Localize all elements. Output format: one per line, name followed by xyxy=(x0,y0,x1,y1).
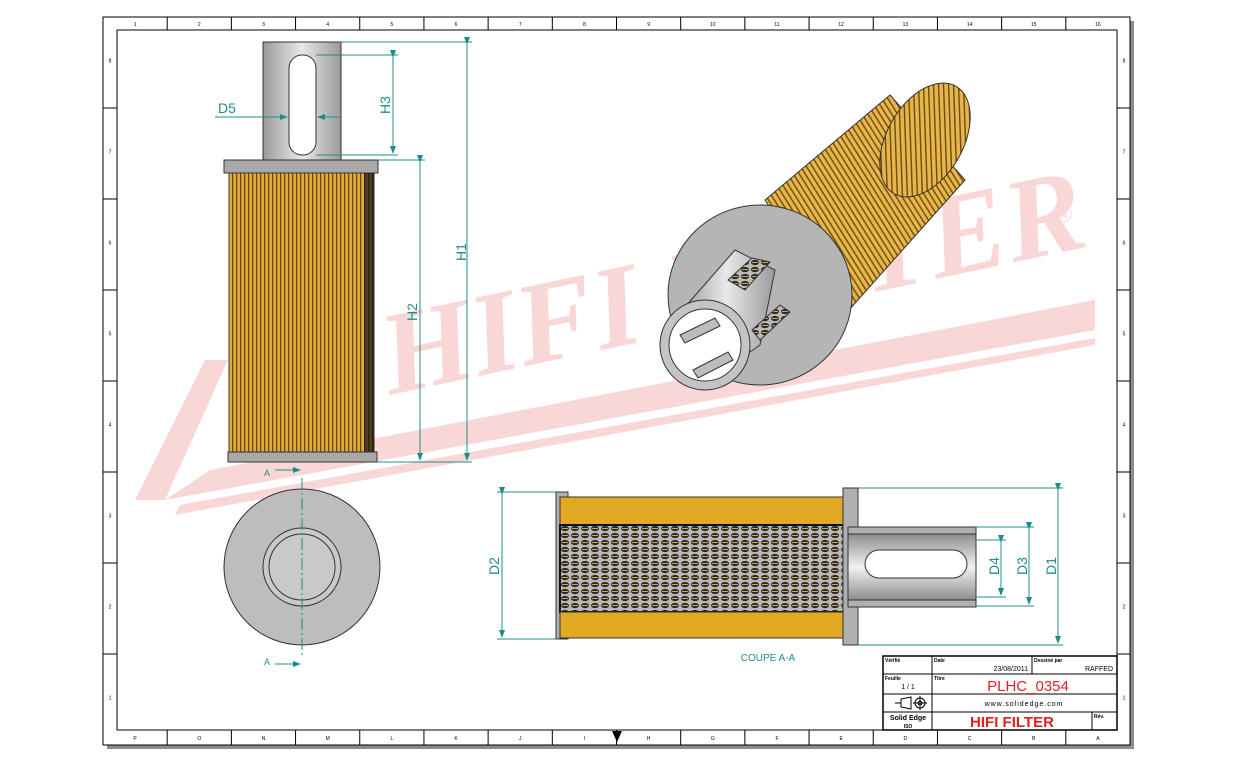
zone-label-left: 2 xyxy=(109,605,112,611)
dim-d2: D2 xyxy=(486,557,502,575)
section-media-bottom xyxy=(559,611,853,639)
pleated-media xyxy=(228,172,375,453)
dim-h3: H3 xyxy=(377,96,393,114)
sheet-label: Feuille xyxy=(885,676,901,682)
zone-label-top: 2 xyxy=(198,22,201,28)
zone-label-bottom: L xyxy=(390,736,393,742)
zone-markers: 1P2O3N4M5L6K7J8I9H10G11F12E13D14C15B16A8… xyxy=(103,17,1130,745)
dim-d1: D1 xyxy=(1043,557,1059,575)
section-mesh-core xyxy=(559,524,853,613)
zone-label-right: 5 xyxy=(1123,332,1126,338)
section-label: COUPE A-A xyxy=(741,653,796,664)
zone-label-bottom: H xyxy=(647,736,651,742)
dim-d5: D5 xyxy=(218,100,236,116)
zone-label-top: 1 xyxy=(134,22,137,28)
zone-label-left: 7 xyxy=(109,150,112,156)
dim-d4: D4 xyxy=(986,557,1002,575)
zone-label-right: 3 xyxy=(1123,514,1126,520)
isometric-view xyxy=(659,82,971,391)
software-name: Solid Edge xyxy=(890,715,926,722)
section-marker-top: A xyxy=(264,468,270,478)
zone-label-bottom: M xyxy=(326,736,330,742)
company-name: HIFI FILTER xyxy=(970,714,1054,731)
zone-label-right: 8 xyxy=(1123,59,1126,65)
zone-label-left: 3 xyxy=(109,514,112,520)
dim-d3: D3 xyxy=(1014,557,1030,575)
zone-label-top: 10 xyxy=(710,22,716,28)
website: www.solidedge.com xyxy=(984,701,1064,708)
zone-label-right: 4 xyxy=(1123,423,1126,429)
zone-label-bottom: N xyxy=(262,736,266,742)
zone-label-bottom: A xyxy=(1096,736,1100,742)
zone-label-right: 6 xyxy=(1123,241,1126,247)
zone-label-bottom: K xyxy=(454,736,458,742)
sheet-value: 1 / 1 xyxy=(901,684,915,691)
zone-label-bottom: E xyxy=(839,736,843,742)
zone-label-top: 13 xyxy=(903,22,909,28)
section-pipe-slot xyxy=(864,549,968,579)
zone-label-bottom: B xyxy=(1032,736,1036,742)
date-label: Date xyxy=(934,658,945,664)
front-dimensions: H1 H2 H3 D5 xyxy=(215,37,472,463)
revision-label: Rév. xyxy=(1094,714,1105,720)
top-flange xyxy=(223,159,379,174)
zone-label-top: 7 xyxy=(519,22,522,28)
section-marker-bottom: A xyxy=(264,657,270,667)
drawn-by-label: Dessiné par xyxy=(1034,658,1062,664)
drawn-by-value: RAFFED xyxy=(1085,666,1113,673)
zone-label-bottom: F xyxy=(775,736,778,742)
zone-label-top: 6 xyxy=(455,22,458,28)
zone-label-left: 8 xyxy=(109,59,112,65)
zone-label-top: 15 xyxy=(1031,22,1037,28)
zone-label-left: 1 xyxy=(109,696,112,702)
zone-label-bottom: J xyxy=(519,736,522,742)
zone-label-bottom: O xyxy=(197,736,201,742)
standard: ISO xyxy=(904,724,913,730)
zone-label-bottom: C xyxy=(968,736,972,742)
zone-label-bottom: P xyxy=(133,736,137,742)
zone-label-left: 4 xyxy=(109,423,112,429)
zone-label-top: 5 xyxy=(390,22,393,28)
verified-label: Vérifié xyxy=(885,658,901,664)
section-view xyxy=(555,487,977,646)
zone-label-top: 11 xyxy=(774,22,779,28)
zone-label-top: 9 xyxy=(647,22,650,28)
date-value: 23/08/2011 xyxy=(993,666,1028,673)
bottom-cap xyxy=(227,451,378,463)
zone-label-top: 14 xyxy=(967,22,973,28)
front-view xyxy=(223,41,379,463)
dim-h1: H1 xyxy=(453,243,469,261)
zone-label-bottom: I xyxy=(584,736,585,742)
zone-label-right: 1 xyxy=(1123,696,1126,702)
bottom-view: A A xyxy=(223,467,381,667)
part-number: PLHC_0354 xyxy=(987,678,1069,695)
centering-mark-icon xyxy=(612,731,622,742)
section-media-top xyxy=(559,496,853,526)
zone-label-top: 4 xyxy=(326,22,329,28)
zone-label-top: 8 xyxy=(583,22,586,28)
projection-symbol-icon xyxy=(895,696,927,710)
zone-label-right: 7 xyxy=(1123,150,1126,156)
zone-label-left: 5 xyxy=(109,332,112,338)
zone-label-top: 12 xyxy=(838,22,844,28)
dim-h2: H2 xyxy=(404,303,420,321)
title-label: Titre xyxy=(934,676,945,682)
zone-label-top: 3 xyxy=(262,22,265,28)
zone-label-right: 2 xyxy=(1123,605,1126,611)
watermark-registered: ® xyxy=(1056,202,1072,227)
zone-label-left: 6 xyxy=(109,241,112,247)
title-block: Vérifié Date 23/08/2011 Dessiné par RAFF… xyxy=(882,655,1118,731)
section-dimensions: D2 D1 D3 D4 COUPE A-A xyxy=(486,483,1063,664)
zone-label-bottom: D xyxy=(904,736,908,742)
zone-label-bottom: G xyxy=(711,736,715,742)
zone-label-top: 16 xyxy=(1095,22,1101,28)
pipe-slot xyxy=(288,54,317,156)
